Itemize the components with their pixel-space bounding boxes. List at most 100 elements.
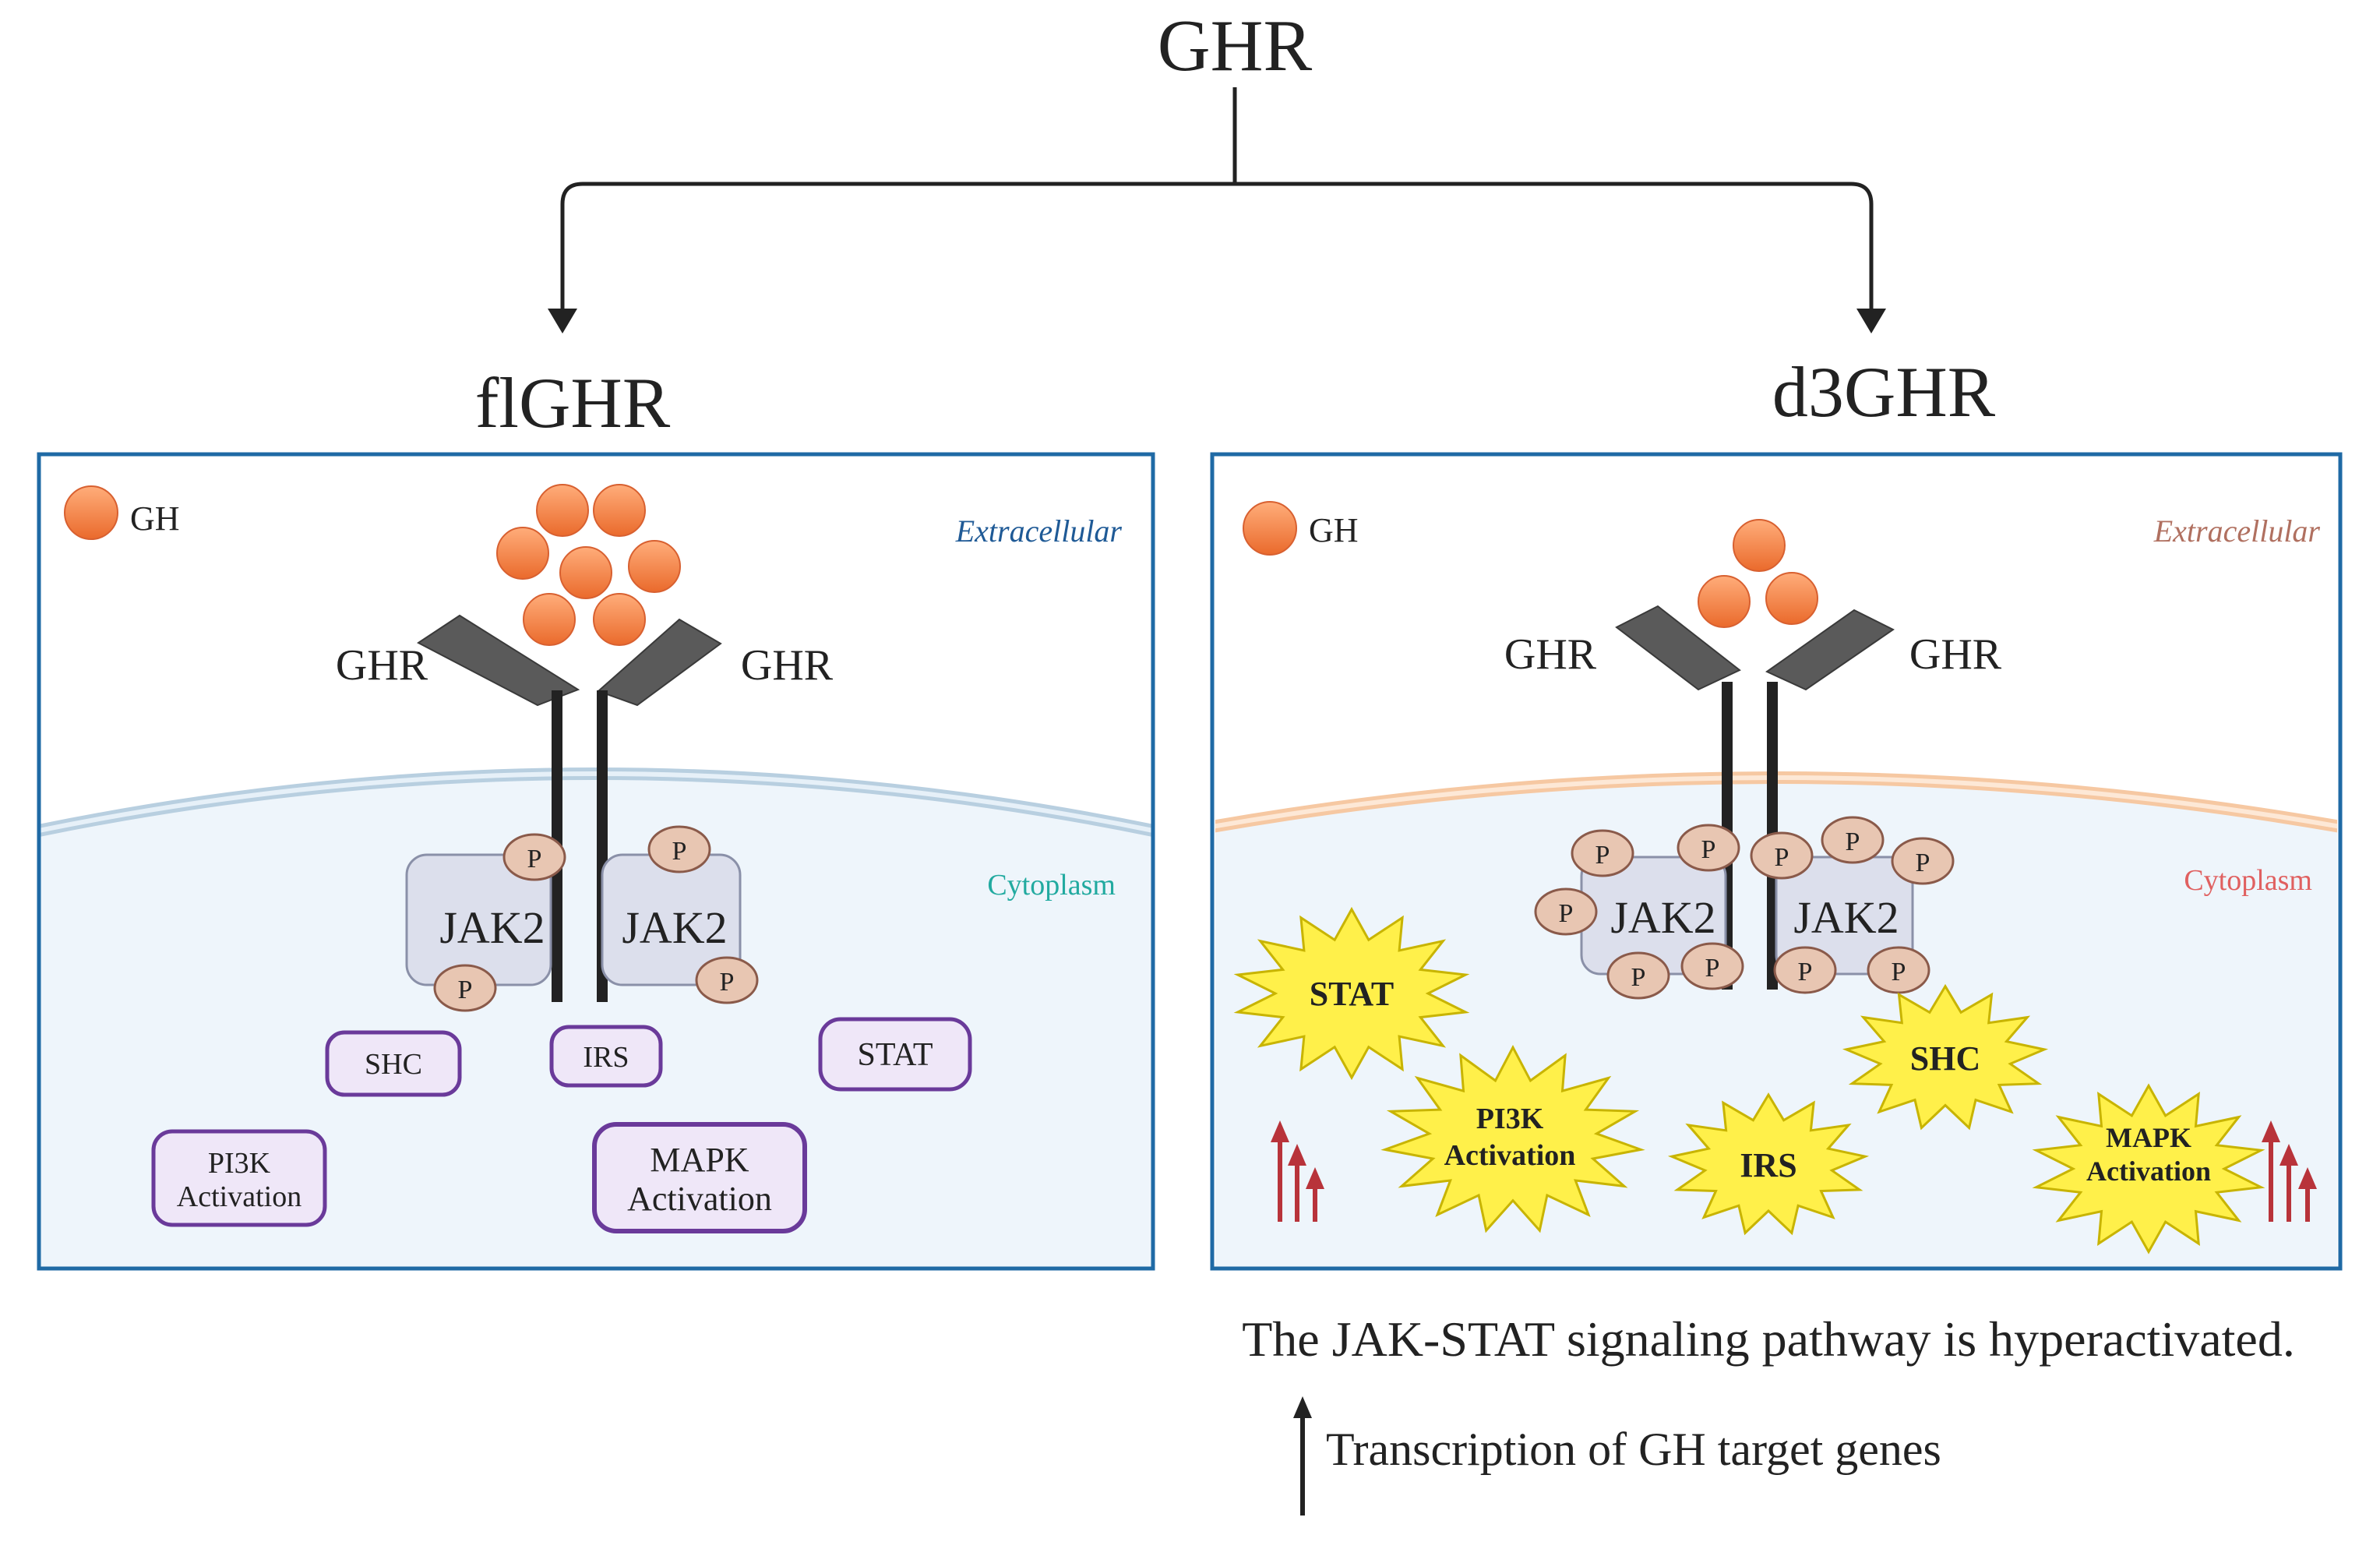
gh-ligand-cluster xyxy=(1698,519,1818,628)
caption-transcription: Transcription of GH target genes xyxy=(1326,1424,1941,1475)
cytoplasm-label: Cytoplasm xyxy=(987,869,1116,902)
phosphate-group: P xyxy=(1606,951,1670,1000)
gh-legend-icon xyxy=(1243,501,1297,556)
svg-text:P: P xyxy=(1701,835,1716,864)
pi3k-activation-box xyxy=(151,1129,327,1227)
svg-text:P: P xyxy=(720,968,735,997)
phosphate-group: P xyxy=(1867,946,1930,994)
stat-adapter xyxy=(818,1017,972,1092)
phosphate-group: P xyxy=(1750,831,1814,880)
gh-legend-icon xyxy=(64,485,118,540)
phosphate-group: P xyxy=(1677,824,1740,872)
gh-ligand xyxy=(593,593,646,646)
arrow-to-d3ghr xyxy=(1856,309,1886,333)
mapk-label-line2: Activation xyxy=(627,1180,772,1218)
phosphate-group: P xyxy=(695,956,759,1004)
svg-text:P: P xyxy=(1595,841,1610,870)
phosphate-group: P xyxy=(1891,837,1955,885)
jak2-label-left: JAK2 xyxy=(439,902,545,953)
panel-frame xyxy=(37,452,1155,1271)
gh-ligand xyxy=(559,546,612,599)
irs-activated-starburst xyxy=(1667,1092,1870,1236)
gh-ligand xyxy=(496,527,549,580)
jak2-label-right: JAK2 xyxy=(1793,892,1899,943)
ghr-extracellular-domain-right xyxy=(597,618,722,707)
heading-d3ghr: d3GHR xyxy=(1772,352,1996,432)
phosphate-group: P xyxy=(1773,946,1837,994)
mapk-activation-box xyxy=(592,1122,807,1233)
gh-ligand xyxy=(536,484,589,537)
pi3k-label-line2: Activation xyxy=(177,1180,301,1213)
shc-adapter xyxy=(325,1030,462,1097)
phosphate-group: P xyxy=(1571,829,1634,877)
irs-adapter xyxy=(549,1025,663,1088)
phosphate-group: P xyxy=(1534,887,1598,936)
svg-text:P: P xyxy=(1798,958,1813,986)
phosphate-group: P xyxy=(433,964,497,1012)
ghr-label-right: GHR xyxy=(1909,630,2002,679)
svg-text:P: P xyxy=(1892,958,1906,986)
panel-frame xyxy=(1210,452,2343,1271)
jak2-label-right: JAK2 xyxy=(622,902,727,953)
ghr-label-left: GHR xyxy=(336,641,428,690)
shc-label: SHC xyxy=(1910,1039,1980,1078)
svg-text:P: P xyxy=(672,837,687,866)
irs-label: IRS xyxy=(1740,1146,1796,1184)
gh-legend-label: GH xyxy=(130,499,180,538)
svg-text:P: P xyxy=(1705,954,1720,983)
mapk-label-line2: Activation xyxy=(2086,1156,2211,1187)
gh-ligand xyxy=(628,540,681,593)
mapk-activated-starburst xyxy=(2032,1083,2265,1254)
svg-text:P: P xyxy=(1559,899,1574,928)
phosphate-group: P xyxy=(1680,942,1744,990)
heading-flghr: flGHR xyxy=(475,363,671,443)
pi3k-activated-starburst xyxy=(1380,1044,1645,1233)
pi3k-label-line2: Activation xyxy=(1444,1139,1576,1172)
extracellular-label: Extracellular xyxy=(955,513,1123,549)
caption-hyperactivated: The JAK-STAT signaling pathway is hypera… xyxy=(1242,1311,2295,1367)
shc-activated-starburst xyxy=(1842,983,2049,1131)
gh-ligand xyxy=(1765,572,1818,625)
pi3k-label-line1: PI3K xyxy=(208,1147,271,1180)
gh-ligand xyxy=(593,484,646,537)
upregulation-arrows-left xyxy=(1271,1120,1324,1222)
irs-label: IRS xyxy=(583,1041,629,1074)
gh-ligand xyxy=(1698,575,1751,628)
phosphate-group: P xyxy=(502,833,566,881)
svg-text:P: P xyxy=(1631,963,1646,992)
phosphate-group: P xyxy=(1821,816,1885,864)
ghr-extracellular-domain-left xyxy=(1615,605,1741,691)
cytoplasm-label: Cytoplasm xyxy=(2184,864,2312,897)
ghr-extracellular-domain-right xyxy=(1765,609,1895,691)
mapk-label-line1: MAPK xyxy=(650,1141,749,1179)
ghr-label-right: GHR xyxy=(741,641,834,690)
panel-flghr: GH Extracellular Cytoplasm GHR GHR JAK2 … xyxy=(37,452,1155,1271)
main-title: GHR xyxy=(1158,5,1313,86)
jak2-label-left: JAK2 xyxy=(1610,892,1715,943)
caption-up-arrow xyxy=(1293,1396,1312,1516)
gh-ligand xyxy=(1733,519,1786,572)
shc-label: SHC xyxy=(365,1048,422,1081)
ghr-label-left: GHR xyxy=(1504,630,1597,679)
svg-text:P: P xyxy=(1846,827,1860,856)
stat-activated-starburst xyxy=(1233,906,1470,1081)
ghr-extracellular-domain-left xyxy=(417,614,580,707)
stat-label: STAT xyxy=(1310,975,1394,1013)
gh-legend-label: GH xyxy=(1309,511,1359,549)
svg-text:P: P xyxy=(1916,849,1930,877)
gh-ligand xyxy=(523,593,576,646)
panel-d3ghr: GH Extracellular Cytoplasm GHR GHR JAK2 … xyxy=(1210,452,2343,1271)
extracellular-label: Extracellular xyxy=(2153,513,2321,549)
mapk-label-line1: MAPK xyxy=(2106,1122,2191,1153)
svg-text:P: P xyxy=(527,845,542,873)
phosphate-group: P xyxy=(647,825,711,873)
svg-text:P: P xyxy=(458,976,473,1004)
arrow-to-flghr xyxy=(548,309,577,333)
stat-label: STAT xyxy=(858,1037,933,1073)
svg-text:P: P xyxy=(1775,843,1789,872)
pi3k-label-line1: PI3K xyxy=(1476,1103,1544,1135)
tree-connector xyxy=(560,87,1874,312)
upregulation-arrows-right xyxy=(2262,1120,2317,1222)
